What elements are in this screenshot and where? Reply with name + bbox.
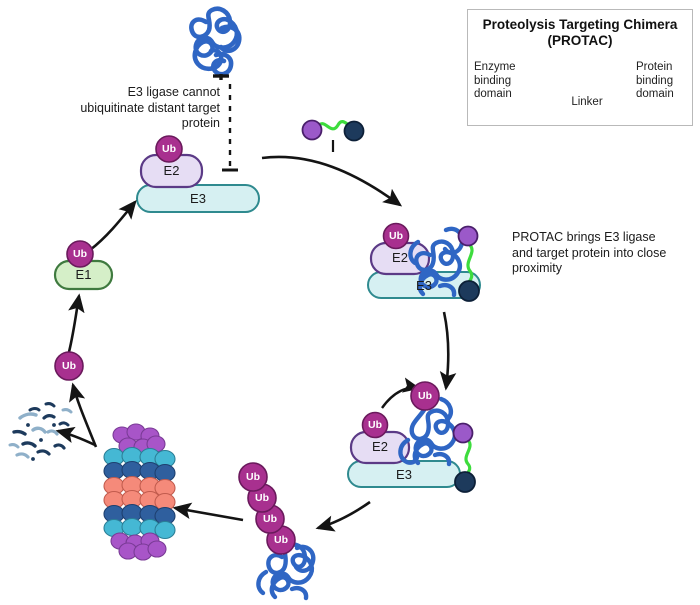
anno-right-line3: proximity <box>512 261 563 275</box>
ubiquitination-complex <box>347 377 476 493</box>
legend-enzyme-line1: Enzyme <box>474 61 516 73</box>
legend-title: Proteolysis Targeting Chimera (PROTAC) <box>467 17 693 49</box>
ub-on-e2-top <box>155 135 183 163</box>
e2-label-ubq: E2 <box>372 439 388 454</box>
arrow-to-proteasome <box>172 502 244 522</box>
free-protac <box>301 119 365 152</box>
legend-title-line1: Proteolysis Targeting Chimera <box>482 17 678 32</box>
e3-complex-top <box>136 135 260 213</box>
legend-protein-line3: domain <box>636 88 674 100</box>
proteasome-ring-cap-bottom <box>110 532 167 561</box>
protac-enzyme-ball-free <box>301 119 323 141</box>
top-target-protein <box>189 6 242 77</box>
legend-linker-label: Linker <box>571 96 603 108</box>
arrow-e1-to-e2 <box>89 199 137 252</box>
ub-label-e2-ternary: Ub <box>389 230 403 242</box>
arrow-to-ternary <box>261 155 403 207</box>
protac-protein-ball-free <box>343 120 365 142</box>
legend-enzyme-label: Enzyme binding domain <box>474 61 534 102</box>
ternary-complex <box>367 222 481 302</box>
ub-label-chain-2: Ub <box>255 492 269 504</box>
e2-label-ternary: E2 <box>392 250 408 265</box>
arrow-to-fragments <box>55 426 96 447</box>
arrow-ternary-to-ubiquitination <box>439 311 457 391</box>
ub-label-free: Ub <box>62 360 76 372</box>
protac-protein-ball-ternary <box>458 280 480 302</box>
anno-right-line1: PROTAC brings E3 ligase <box>512 230 656 244</box>
free-ubiquitin <box>54 351 84 381</box>
anno-left-line3: protein <box>181 116 220 130</box>
arrow-recycle-ub <box>69 382 98 448</box>
legend-box <box>467 9 693 126</box>
legend-protein-label: Protein binding domain <box>636 61 694 102</box>
arrow-ub-to-e1 <box>67 293 85 353</box>
e2-label-top: E2 <box>163 163 180 178</box>
proteasome <box>103 423 176 561</box>
ub-label-e2-top: Ub <box>162 143 176 155</box>
ub-label-e2-ubq: Ub <box>368 419 382 431</box>
ub-label-chain-3: Ub <box>263 513 277 525</box>
peptide-fragments <box>8 402 73 461</box>
protac-protein-ball-ubq <box>454 471 476 493</box>
ub-label-chain-1: Ub <box>246 471 260 483</box>
legend-title-line2: (PROTAC) <box>547 33 613 48</box>
ub-label-e1: Ub <box>73 248 87 260</box>
inhibition-marker <box>213 74 229 80</box>
annotation-e3-cannot-ubiquitinate: E3 ligase cannot ubiquitinate distant ta… <box>40 85 220 132</box>
ub-chain-1 <box>238 462 268 492</box>
ub-on-target <box>410 381 440 411</box>
protac-enzyme-ball-ubq <box>452 422 474 444</box>
target-protein-polyub <box>256 542 316 601</box>
ub-label-on-target: Ub <box>418 390 432 402</box>
proteasome-ring-4 <box>103 489 176 512</box>
legend-enzyme-line3: domain <box>474 88 512 100</box>
ub-label-chain-4: Ub <box>274 534 288 546</box>
arrow-to-polyub <box>315 500 371 532</box>
anno-right-line2: and target protein into close <box>512 245 667 260</box>
annotation-protac-brings-close: PROTAC brings E3 ligase and target prote… <box>512 230 687 277</box>
e3-label-top: E3 <box>190 191 206 206</box>
ub-on-e2-ubq <box>361 411 389 439</box>
legend-protein-line2: binding <box>636 74 674 87</box>
proteasome-ring-1 <box>103 446 176 469</box>
ub-on-e1 <box>66 240 94 268</box>
legend-enzyme-line2: binding <box>474 74 512 87</box>
e1-label: E1 <box>75 267 92 282</box>
e3-body-top <box>136 184 260 213</box>
protac-enzyme-ball-ternary <box>457 225 479 247</box>
anno-left-line1: E3 ligase cannot <box>127 85 220 99</box>
e1-complex <box>53 240 114 291</box>
legend-protein-line1: Protein <box>636 61 673 73</box>
anno-left-line2: ubiquitinate distant target <box>80 100 220 115</box>
e3-label-ternary: E3 <box>416 278 432 293</box>
proteasome-ring-2 <box>103 460 176 483</box>
e3-label-ubq: E3 <box>396 467 412 482</box>
inhibition-dashed-line <box>222 84 238 172</box>
ub-on-e2-ternary <box>382 222 410 250</box>
polyubiquitinated-protein <box>238 462 316 601</box>
target-protein-ubq <box>398 396 458 467</box>
